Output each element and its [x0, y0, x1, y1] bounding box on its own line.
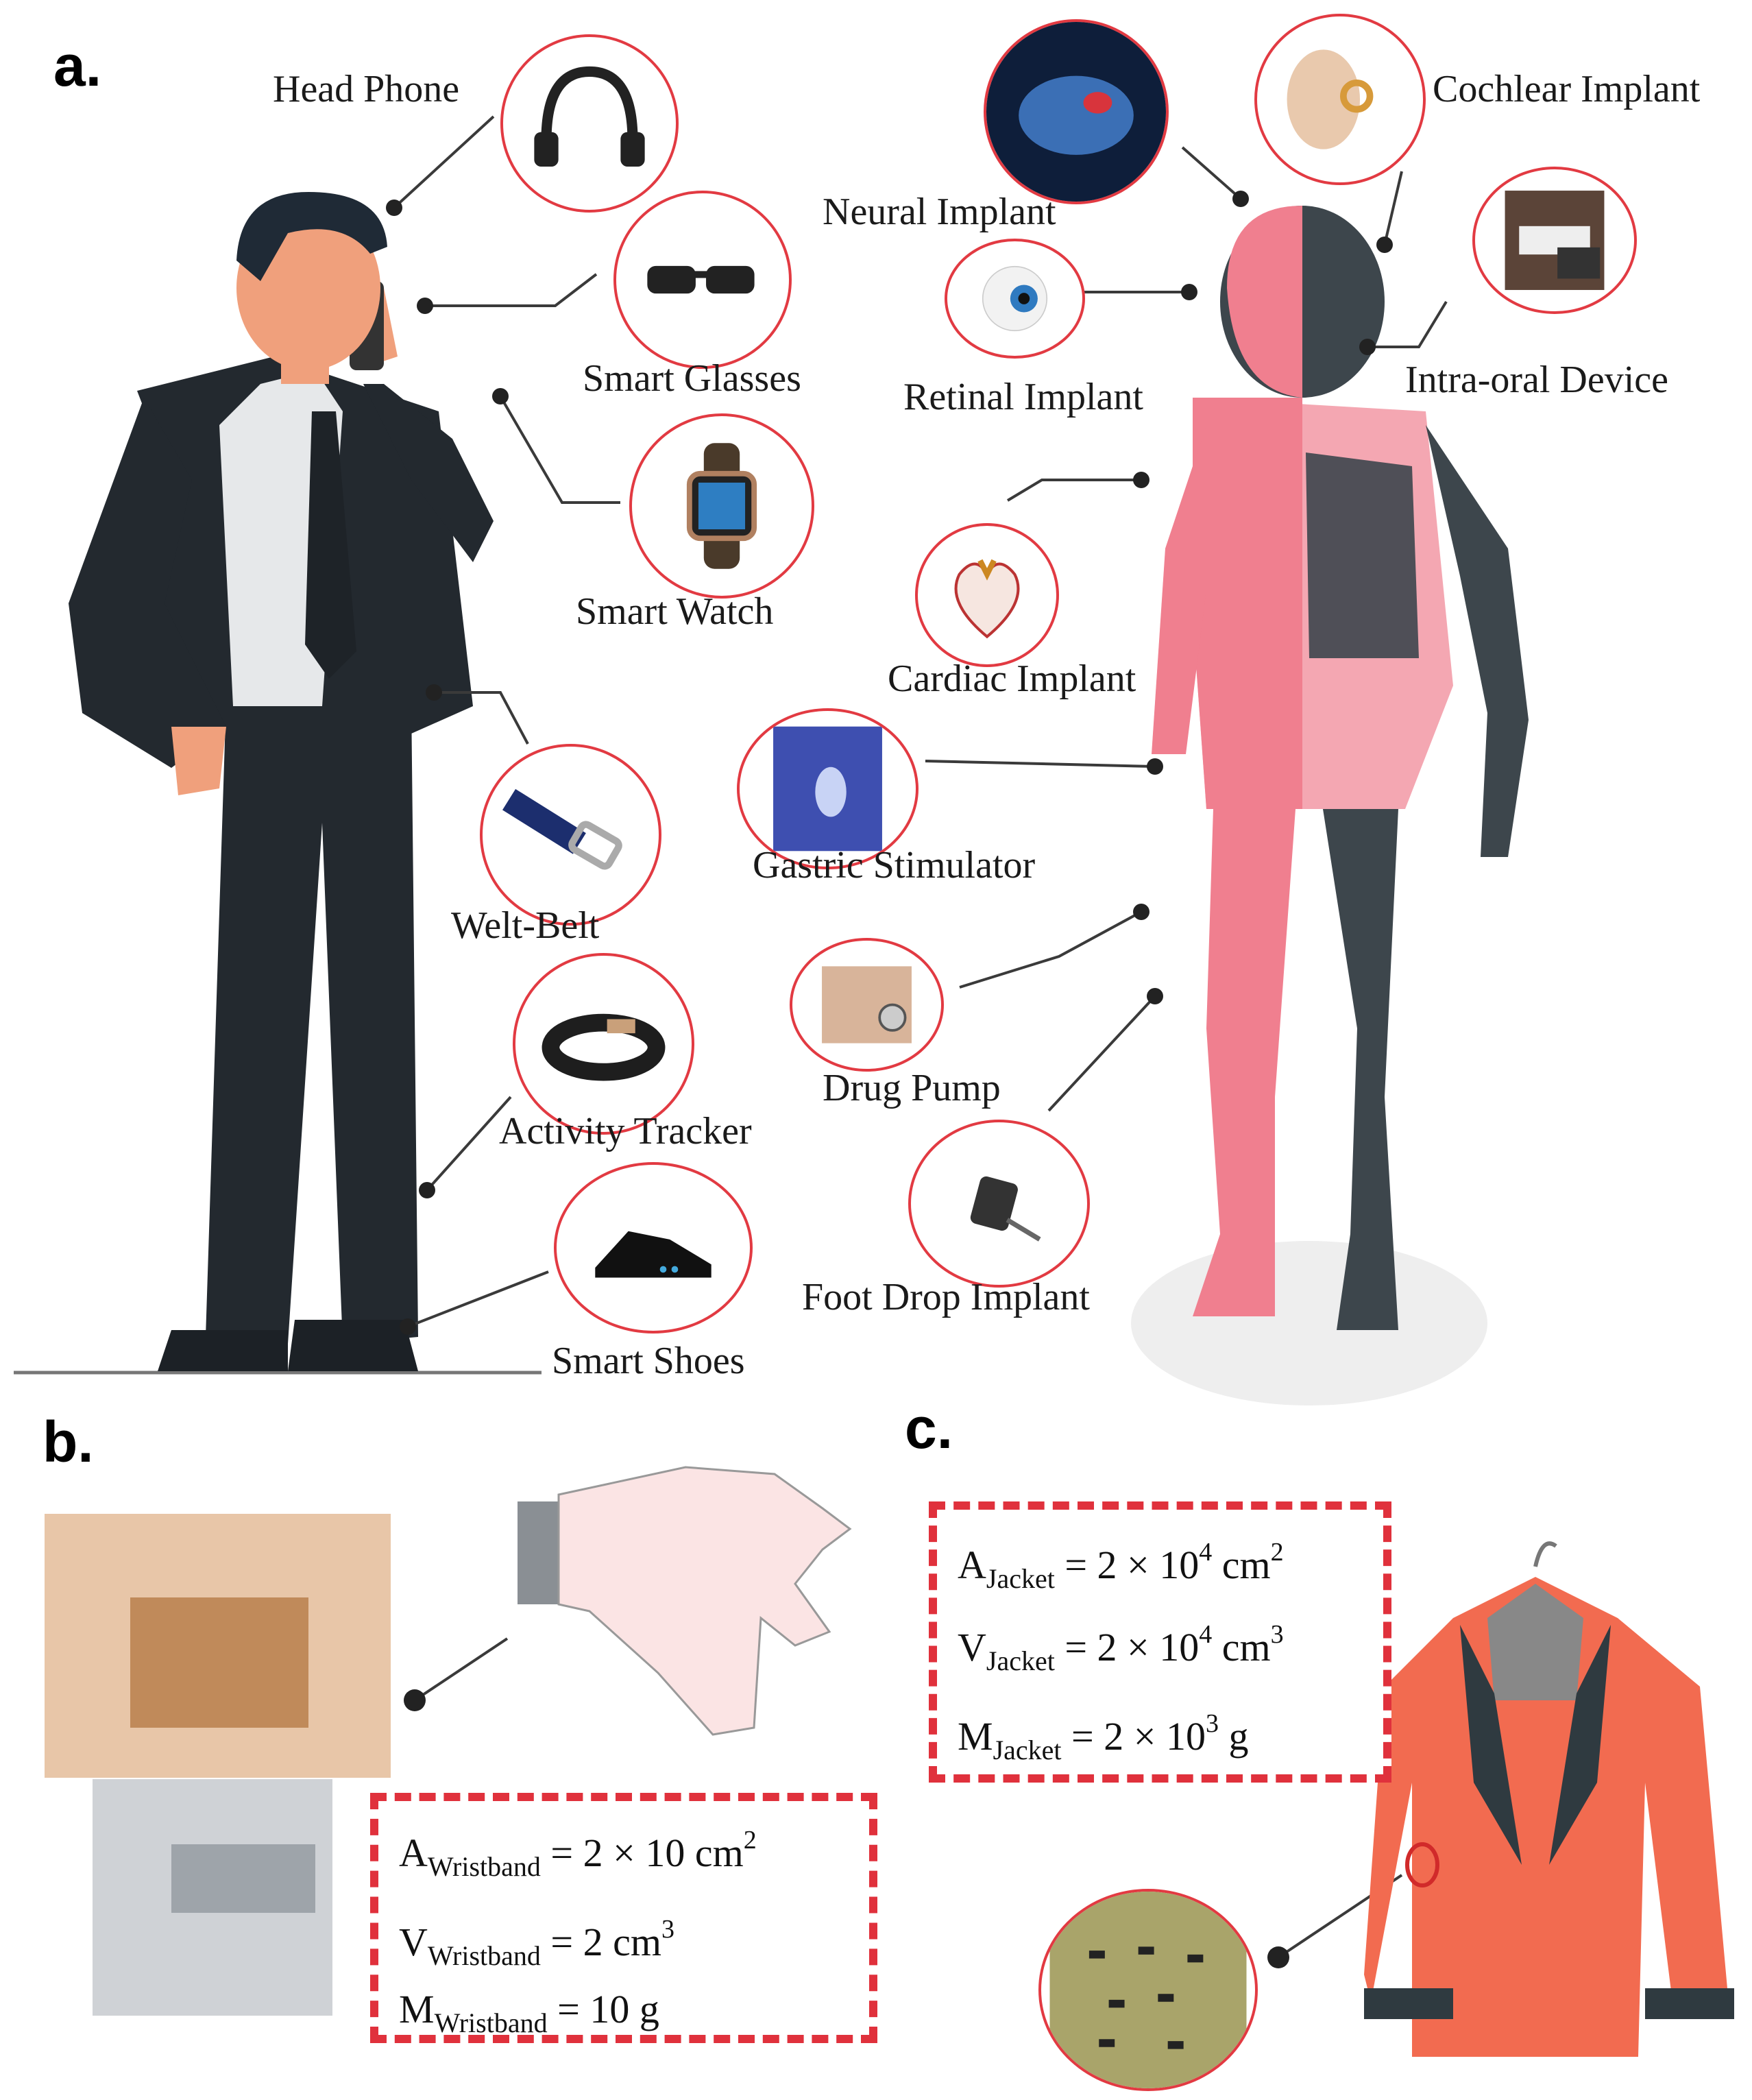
- wristband-device: [130, 1597, 308, 1728]
- panel-label-c: c.: [905, 1396, 953, 1460]
- label-gastric-stimulator: Gastric Stimulator: [753, 844, 1036, 886]
- label-cardiac-implant: Cardiac Implant: [888, 657, 1136, 700]
- heart-icon: [915, 523, 1059, 667]
- smart-glasses-icon: [613, 191, 792, 369]
- wristband-volume-formula: VWristband = 2 cm3: [399, 1915, 674, 1971]
- wristband-formula-box: AWristband = 2 × 10 cm2 VWristband = 2 c…: [370, 1793, 877, 2043]
- smart-shoes-icon: [554, 1162, 753, 1333]
- label-neural-implant: Neural Implant: [823, 191, 1056, 233]
- label-drug-pump: Drug Pump: [823, 1067, 1001, 1109]
- label-smart-watch: Smart Watch: [576, 590, 774, 633]
- jacket-illustration: [1364, 1541, 1734, 2057]
- cochlear-icon: [1254, 14, 1426, 185]
- panel-label-a: a.: [53, 34, 102, 98]
- smart-watch-icon: [629, 413, 814, 599]
- eye-icon: [945, 239, 1085, 359]
- label-smart-glasses: Smart Glasses: [583, 357, 801, 400]
- label-welt-belt: Welt-Belt: [451, 904, 600, 947]
- activity-tracker-icon: [513, 953, 694, 1135]
- hand-drawing: [518, 1466, 852, 1736]
- welt-belt-icon: [480, 744, 661, 926]
- businessman-illustration: [14, 192, 542, 1375]
- label-retinal-implant: Retinal Implant: [903, 376, 1143, 418]
- label-activity-tracker: Activity Tracker: [499, 1110, 752, 1152]
- connector-dots: [386, 191, 1393, 1968]
- wristband-mass-formula: MWristband = 10 g: [399, 1987, 659, 2038]
- connector-lines: [393, 115, 1448, 1959]
- label-smart-shoes: Smart Shoes: [552, 1340, 745, 1382]
- anatomy-figure: [1131, 206, 1529, 1405]
- label-cochlear-implant: Cochlear Implant: [1433, 68, 1701, 110]
- jacket-formula-box: AJacket = 2 × 104 cm2 VJacket = 2 × 104 …: [929, 1501, 1391, 1783]
- gastric-icon: [737, 708, 918, 869]
- panel-label-b: b.: [42, 1410, 94, 1474]
- jacket-area-formula: AJacket = 2 × 104 cm2: [958, 1538, 1284, 1594]
- foot-drop-icon: [908, 1120, 1090, 1288]
- label-intra-oral-device: Intra-oral Device: [1405, 359, 1668, 401]
- jacket-mass-formula: MJacket = 2 × 103 g: [958, 1709, 1249, 1765]
- jacket-volume-formula: VJacket = 2 × 104 cm3: [958, 1620, 1284, 1676]
- intra-oral-icon: [1472, 167, 1637, 314]
- label-foot-drop-implant: Foot Drop Implant: [802, 1276, 1090, 1318]
- circuit-band: [171, 1844, 315, 1913]
- wristband-area-formula: AWristband = 2 × 10 cm2: [399, 1826, 757, 1882]
- fabric-closeup-icon: [1038, 1889, 1258, 2091]
- drug-pump-icon: [790, 938, 944, 1072]
- label-head-phone: Head Phone: [273, 68, 460, 110]
- headphone-icon: [500, 34, 679, 213]
- brain-icon: [984, 19, 1169, 204]
